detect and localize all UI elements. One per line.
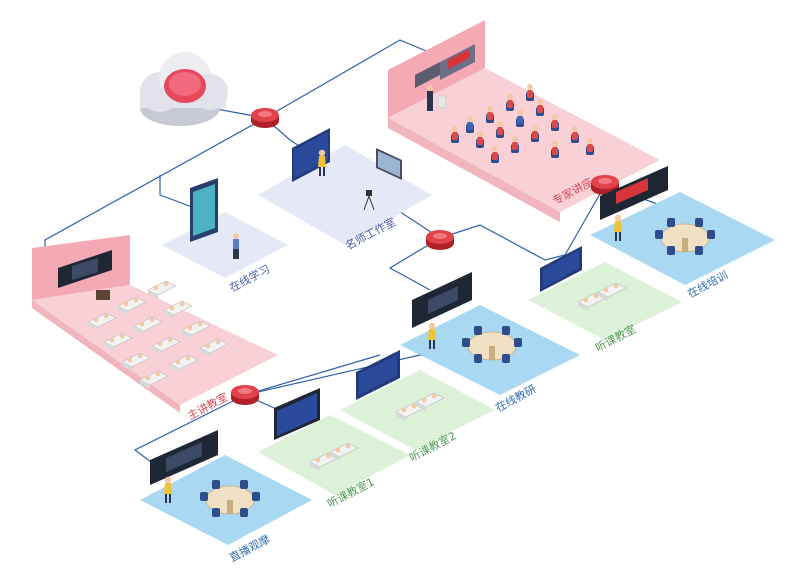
cloud-icon xyxy=(140,52,228,126)
network-links xyxy=(44,39,661,466)
tablet-icon xyxy=(190,178,218,242)
podium xyxy=(437,95,447,109)
smartboard-icon xyxy=(356,350,400,400)
router-icon xyxy=(426,230,454,250)
smartboard-icon xyxy=(58,250,112,288)
monitor-icon xyxy=(376,148,402,180)
teacher-icon xyxy=(427,85,433,111)
router-icon xyxy=(251,108,279,128)
smartboard-icon xyxy=(415,44,475,88)
smartboard-icon xyxy=(274,388,320,440)
smartboard-icon xyxy=(540,246,582,292)
smartboard-icon xyxy=(150,430,218,485)
smartboard-icon xyxy=(600,166,668,220)
router-icon xyxy=(231,385,259,405)
smartboard-icon xyxy=(292,128,330,182)
student-icon xyxy=(233,233,239,259)
camera-icon xyxy=(363,190,375,211)
smartboard-icon xyxy=(412,272,472,328)
podium xyxy=(96,290,110,300)
zone-main-classroom: 主讲教室 xyxy=(32,235,278,423)
zone-online-learning: 在线学习 xyxy=(162,178,288,295)
